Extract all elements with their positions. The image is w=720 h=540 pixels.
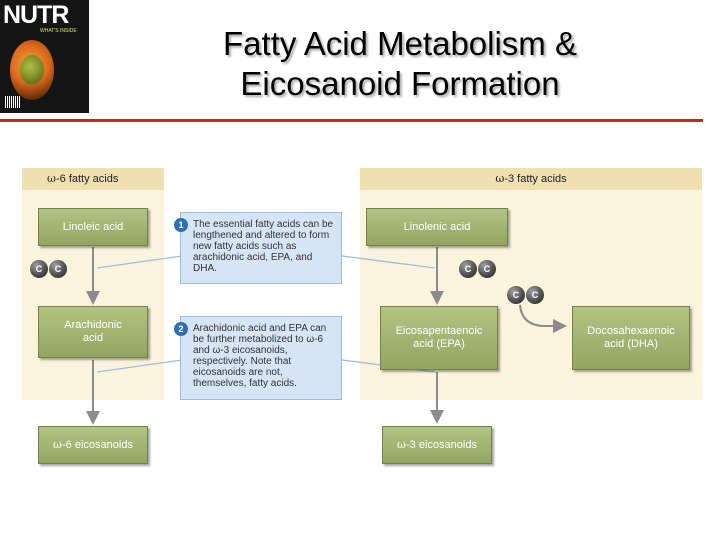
omega3-eicosanoids-label: -3 eicosanoids — [406, 439, 477, 451]
omega-symbol: ω — [47, 172, 56, 185]
omega3-eicosanoids-box: ω-3 eicosanoids — [382, 426, 492, 464]
omega3-header-label: -3 fatty acids — [504, 173, 567, 185]
page-title-line-1: Fatty Acid Metabolism & — [223, 25, 577, 62]
omega3-panel: ω-3 fatty acids — [360, 168, 702, 400]
page-title: Fatty Acid Metabolism & Eicosanoid Forma… — [120, 24, 680, 104]
carbon-pair-omega6: C C — [30, 260, 68, 278]
omega6-eicosanoids-label: -6 eicosanoids — [62, 439, 133, 451]
carbon-pair-omega3-epa: C C — [507, 286, 545, 304]
dha-box: Docosahexaenoic acid (DHA) — [572, 306, 690, 370]
dha-label: Docosahexaenoic acid (DHA) — [587, 325, 675, 350]
epa-box: Eicosapentaenoic acid (EPA) — [380, 306, 498, 370]
omega3-panel-header: ω-3 fatty acids — [360, 168, 702, 190]
note-2: Arachidonic acid and EPA can be further … — [180, 316, 342, 400]
omega6-panel-header: ω-6 fatty acids — [22, 168, 164, 190]
carbon-atom-icon: C — [459, 260, 477, 278]
linolenic-acid-label: Linolenic acid — [403, 220, 471, 233]
note1-leader-left — [96, 255, 183, 269]
omega-symbol: ω — [397, 438, 407, 451]
omega6-header-label: -6 fatty acids — [55, 173, 119, 185]
linoleic-acid-label: Linoleic acid — [62, 220, 124, 233]
note-2-text: Arachidonic acid and EPA can be further … — [193, 323, 327, 389]
cover-green-graphic — [20, 55, 44, 85]
arachidonic-acid-label: Arachidonic acid — [64, 319, 122, 344]
note-1: The essential fatty acids can be lengthe… — [180, 212, 342, 284]
carbon-atom-icon: C — [478, 260, 496, 278]
cover-barcode — [5, 96, 21, 108]
epa-label: Eicosapentaenoic acid (EPA) — [395, 325, 483, 350]
linoleic-acid-box: Linoleic acid — [38, 208, 148, 246]
carbon-atom-icon: C — [507, 286, 525, 304]
note2-leader-left — [96, 359, 183, 373]
carbon-pair-omega3-linolenic: C C — [459, 260, 497, 278]
linolenic-acid-box: Linolenic acid — [366, 208, 508, 246]
note1-leader-right — [341, 255, 436, 269]
omega-symbol: ω — [53, 438, 63, 451]
page-title-line-2: Eicosanoid Formation — [240, 65, 560, 102]
omega6-eicosanoids-box: ω-6 eicosanoids — [38, 426, 148, 464]
book-cover-image: NUTR WHAT'S INSIDE — [0, 0, 89, 113]
carbon-atom-icon: C — [49, 260, 67, 278]
note-1-badge: 1 — [174, 218, 188, 232]
arachidonic-acid-box: Arachidonic acid — [38, 306, 148, 358]
note-2-badge: 2 — [174, 322, 188, 336]
omega-symbol: ω — [495, 172, 505, 185]
cover-subtitle: WHAT'S INSIDE — [40, 28, 77, 34]
arrow-epa-to-dha — [519, 304, 567, 333]
cover-title: NUTR — [3, 1, 69, 29]
title-divider — [0, 119, 703, 122]
note-1-text: The essential fatty acids can be lengthe… — [193, 219, 334, 274]
carbon-atom-icon: C — [30, 260, 48, 278]
carbon-atom-icon: C — [526, 286, 544, 304]
